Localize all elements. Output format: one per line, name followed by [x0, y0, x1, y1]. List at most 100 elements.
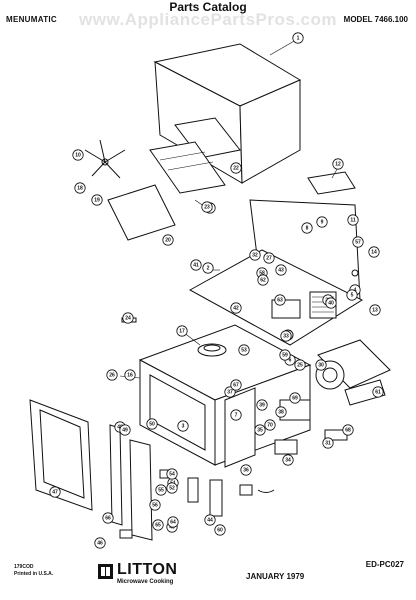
callout-number: 12 — [335, 161, 341, 167]
callout-number: 44 — [207, 517, 213, 523]
callout-circle — [294, 359, 306, 371]
callout-39: 39 — [256, 399, 268, 411]
callout-8: 8 — [301, 222, 313, 234]
callout-circle — [202, 262, 214, 274]
callout-number: 66 — [105, 515, 111, 521]
top-grille-plate — [149, 117, 241, 194]
callout-17: 17 — [176, 325, 188, 337]
callout-5: 5 — [346, 289, 358, 301]
callout-68: 68 — [342, 424, 354, 436]
callout-number: 60 — [217, 527, 223, 533]
callout-number: 30 — [318, 362, 324, 368]
callout-circle — [240, 464, 252, 476]
callout-number: 40 — [328, 300, 334, 306]
callout-70: 70 — [264, 419, 276, 431]
callout-number: 25 — [297, 362, 303, 368]
callout-18: 18 — [74, 182, 86, 194]
callout-number: 57 — [355, 239, 361, 245]
stirrer-fan — [84, 139, 126, 179]
callout-23: 23 — [201, 201, 213, 213]
callout-number: 69 — [292, 395, 298, 401]
callout-circle — [102, 512, 114, 524]
document-number: ED-PC027 — [365, 560, 404, 569]
callout-number: 50 — [149, 421, 155, 427]
callout-36: 36 — [240, 464, 252, 476]
callout-circle — [325, 297, 337, 309]
callout-7: 7 — [230, 409, 242, 421]
callout-number: 65 — [155, 522, 161, 528]
callout-38: 38 — [275, 406, 287, 418]
callout-number: 63 — [277, 297, 283, 303]
callout-circle — [91, 194, 103, 206]
callout-46: 46 — [94, 537, 106, 549]
latch-parts — [159, 469, 275, 517]
callout-number: 32 — [252, 252, 258, 258]
callout-number: 34 — [285, 457, 291, 463]
callout-circle — [49, 486, 61, 498]
callout-1: 1 — [292, 32, 304, 44]
callout-number: 23 — [204, 204, 210, 210]
callout-number: 9 — [321, 219, 324, 225]
callout-circle — [332, 158, 344, 170]
door-choke-trim — [109, 424, 153, 541]
callout-number: 37 — [227, 389, 233, 395]
callout-57: 57 — [352, 236, 364, 248]
callout-number: 49 — [122, 427, 128, 433]
callout-circle — [372, 386, 384, 398]
callout-circle — [155, 484, 167, 496]
catalog-date: JANUARY 1979 — [246, 572, 305, 581]
callout-circle — [346, 289, 358, 301]
oven-door — [29, 399, 93, 511]
callout-19: 19 — [91, 194, 103, 206]
callout-number: 5 — [351, 292, 354, 298]
model-label: MODEL 7466.100 — [343, 15, 408, 24]
callout-circle — [177, 420, 189, 432]
callout-circle — [316, 216, 328, 228]
callout-circle — [263, 252, 275, 264]
callout-number: 18 — [77, 185, 83, 191]
callout-54: 54 — [166, 468, 178, 480]
callout-number: 46 — [97, 540, 103, 546]
callout-42: 42 — [230, 302, 242, 314]
callout-circle — [352, 236, 364, 248]
callout-number: 31 — [325, 440, 331, 446]
callout-number: 19 — [94, 197, 100, 203]
callout-circle — [347, 214, 359, 226]
callout-number: 61 — [375, 389, 381, 395]
callout-circle — [124, 369, 136, 381]
callout-56: 56 — [149, 499, 161, 511]
callout-number: 26 — [109, 372, 115, 378]
callout-circle — [152, 519, 164, 531]
callout-2: 2 — [202, 262, 214, 274]
callout-9: 9 — [316, 216, 328, 228]
callout-number: 1 — [297, 35, 300, 41]
callout-66: 66 — [102, 512, 114, 524]
callout-number: 16 — [127, 372, 133, 378]
callout-circle — [72, 149, 84, 161]
callout-circle — [280, 330, 292, 342]
callout-32: 32 — [249, 249, 261, 261]
litton-logo-icon — [98, 564, 113, 579]
callout-10: 10 — [72, 149, 84, 161]
callout-11: 11 — [347, 214, 359, 226]
callout-number: 43 — [278, 267, 284, 273]
callout-47: 47 — [49, 486, 61, 498]
callout-number: 2 — [207, 265, 210, 271]
callout-labels: 1234567891011121314161718192021222324252… — [49, 32, 384, 549]
callout-circle — [254, 424, 266, 436]
callout-16: 16 — [124, 369, 136, 381]
callout-20: 20 — [162, 234, 174, 246]
callout-circle — [342, 424, 354, 436]
callout-circle — [167, 516, 179, 528]
callout-circle — [230, 302, 242, 314]
callout-43: 43 — [275, 264, 287, 276]
callout-circle — [292, 32, 304, 44]
callout-circle — [238, 344, 250, 356]
callout-circle — [230, 162, 242, 174]
callout-circle — [166, 468, 178, 480]
callout-64: 64 — [167, 516, 179, 528]
callout-number: 53 — [241, 347, 247, 353]
callout-circle — [274, 294, 286, 306]
callout-35: 35 — [254, 424, 266, 436]
